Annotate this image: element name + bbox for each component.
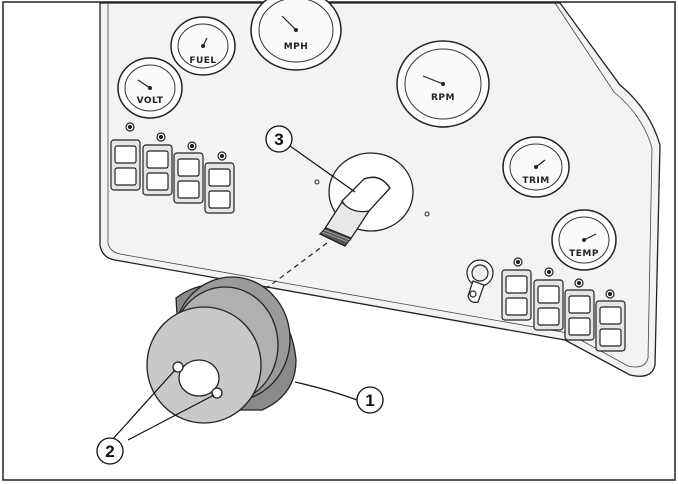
gauge-label-mph: MPH xyxy=(284,42,309,52)
gauge-fuel: FUEL xyxy=(170,16,236,76)
shaft xyxy=(318,176,391,247)
gauge-label-temp: TEMP xyxy=(569,249,599,259)
gauge-temp: TEMP xyxy=(551,209,617,271)
leader-line-3 xyxy=(289,145,356,193)
callout-label-1: 1 xyxy=(365,391,374,410)
callout-label-2: 2 xyxy=(105,442,114,461)
gauge-label-rpm: RPM xyxy=(431,93,455,103)
gauge-rpm: RPM xyxy=(396,40,490,128)
callout-3: 3 xyxy=(265,125,293,153)
dash-panel-inner-edge xyxy=(107,2,653,368)
rocker-switch xyxy=(142,132,173,196)
switch-bank-right xyxy=(501,257,626,352)
leader-line-2a xyxy=(111,369,176,441)
gauge-mph: MPH xyxy=(250,0,342,71)
leader-line-2b xyxy=(127,394,215,441)
screw-hole xyxy=(314,179,320,185)
callout-1: 1 xyxy=(356,386,384,414)
gauge-label-volt: VOLT xyxy=(137,96,164,106)
leader-line-1 xyxy=(294,381,358,401)
rocker-switch xyxy=(173,141,204,204)
gauge-label-trim: TRIM xyxy=(522,176,549,186)
gauge-volt: VOLT xyxy=(117,57,183,119)
ignition-key xyxy=(466,259,494,303)
gauge-trim: TRIM xyxy=(502,136,570,198)
rocker-switch xyxy=(501,257,532,321)
screw-hole xyxy=(424,211,430,217)
callout-2: 2 xyxy=(96,437,124,465)
rocker-switch xyxy=(595,289,626,352)
rocker-switch xyxy=(533,267,564,331)
callout-label-3: 3 xyxy=(274,130,283,149)
leader-lines xyxy=(111,145,358,441)
rocker-switch xyxy=(564,278,595,341)
rocker-switch xyxy=(110,122,141,191)
gauge-label-fuel: FUEL xyxy=(189,56,216,66)
alignment-line xyxy=(251,242,328,300)
switch-bank-left xyxy=(110,122,235,214)
knob xyxy=(146,276,297,424)
rocker-switch xyxy=(204,151,235,214)
